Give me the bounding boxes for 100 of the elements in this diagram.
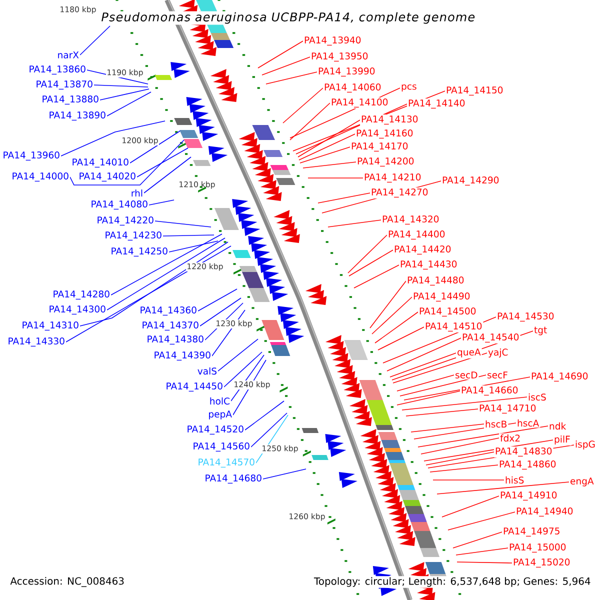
gene-label: PA14_14530 <box>498 312 554 322</box>
leader-line <box>168 240 218 252</box>
leader-line <box>204 302 244 340</box>
gene-label: PA14_14150 <box>446 86 503 96</box>
gene-label: PA14_14520 <box>188 425 244 435</box>
gene-label: PA14_14100 <box>332 98 388 108</box>
gene-label: PA14_13950 <box>312 52 368 62</box>
gene-label: ispG <box>576 440 595 450</box>
gene-label: PA14_14400 <box>388 230 445 240</box>
gene-label: PA14_14830 <box>496 447 552 457</box>
leader-line <box>400 374 486 396</box>
gene-label: PA14_13870 <box>36 80 92 90</box>
leader-line <box>218 338 258 372</box>
leader-line <box>410 424 484 432</box>
leader-line <box>80 26 110 56</box>
leader-line <box>60 120 166 156</box>
leader-line <box>424 440 554 462</box>
gene-label: PA14_14210 <box>364 173 421 183</box>
gene-label: PA14_14010 <box>72 158 128 168</box>
gene-label: pepA <box>209 410 232 420</box>
gene-label: PA14_14940 <box>516 507 573 517</box>
gene-label: fdx2 <box>500 434 520 442</box>
leader-line <box>392 352 488 384</box>
leader-line <box>318 192 370 204</box>
gene-label: PA14_14860 <box>500 460 556 470</box>
gene-label: PA14_14230 <box>106 231 162 241</box>
gene-label: rhl <box>132 189 142 197</box>
leader-line <box>148 200 174 206</box>
leader-line <box>370 280 406 328</box>
gene-label: holC <box>210 397 230 405</box>
leader-line <box>136 148 188 178</box>
leader-line <box>94 84 148 88</box>
leader-line <box>396 374 454 392</box>
gene-label: PA14_13960 <box>4 151 60 161</box>
leader-line <box>372 296 412 334</box>
leader-line <box>66 246 232 342</box>
leader-line <box>110 234 222 296</box>
gene-label: PA14_14250 <box>112 247 168 257</box>
leader-line <box>212 310 246 356</box>
leader-line <box>392 330 534 380</box>
leader-line <box>456 562 512 564</box>
leader-line <box>378 326 424 350</box>
leader-line <box>106 238 226 310</box>
gene-label: PA14_14270 <box>372 188 428 198</box>
gene-label: PA14_14330 <box>8 337 64 347</box>
leader-line <box>448 512 516 530</box>
footer-text: Topology: circular; Length: 6,537,648 bp; Genes: 5,964 <box>312 576 592 588</box>
leader-line <box>404 376 530 400</box>
leader-line <box>328 220 382 228</box>
gene-label: pilF <box>554 436 570 444</box>
gene-label: iscS <box>528 393 546 401</box>
leader-line <box>130 130 180 164</box>
gene-label: narX <box>58 52 79 58</box>
gene-label: PA14_14080 <box>92 200 148 210</box>
gene-label: PA14_14660 <box>462 386 518 396</box>
gene-label: hscB <box>486 420 506 428</box>
gene-label: PA14_13860 <box>30 65 86 75</box>
gene-label: secF <box>488 372 508 378</box>
gene-label: PA14_14280 <box>54 290 110 300</box>
leader-line <box>390 352 456 378</box>
leader-line <box>348 234 388 274</box>
leader-line <box>262 56 310 76</box>
gene-label: hisS <box>506 476 524 484</box>
gene-label: PA14_13940 <box>304 36 361 46</box>
leader-line <box>420 438 500 454</box>
leader-line <box>354 264 400 288</box>
gene-label: PA14_13880 <box>42 95 98 105</box>
leader-line <box>200 298 242 326</box>
leader-line <box>430 464 498 472</box>
leader-line <box>290 88 400 138</box>
gene-label: PA14_14290 <box>442 176 499 186</box>
leader-line <box>144 156 192 194</box>
gene-label: ndk <box>550 422 566 430</box>
leader-line <box>382 316 496 364</box>
gene-label: PA14_14680 <box>206 474 262 484</box>
gene-label: PA14_14160 <box>356 129 413 139</box>
leader-line <box>402 396 528 410</box>
gene-label: queA <box>458 348 481 358</box>
leader-line <box>154 220 212 228</box>
gene-label: tgt <box>534 326 547 336</box>
gene-label: PA14_14570 <box>198 458 254 468</box>
leader-line <box>348 250 394 276</box>
gene-label: PA14_14200 <box>358 157 414 167</box>
leader-line <box>302 162 356 168</box>
gene-label: PA14_13990 <box>318 67 375 77</box>
leader-line <box>322 180 442 214</box>
gene-label: PA14_14130 <box>362 115 418 125</box>
leader-line <box>244 400 284 430</box>
gene-label: PA14_14380 <box>148 335 204 345</box>
gene-label: PA14_14450 <box>166 382 222 392</box>
leader-line <box>426 452 494 466</box>
gene-label: PA14_14390 <box>154 351 210 361</box>
gene-label: PA14_14310 <box>22 321 78 331</box>
leader-line <box>250 412 288 448</box>
leader-line <box>452 532 502 548</box>
leader-line <box>436 482 570 494</box>
leader-line <box>386 338 462 372</box>
gene-label: valS <box>198 367 216 375</box>
gene-label: PA14_15020 <box>514 558 570 568</box>
gene-label: PA14_14370 <box>142 321 198 331</box>
